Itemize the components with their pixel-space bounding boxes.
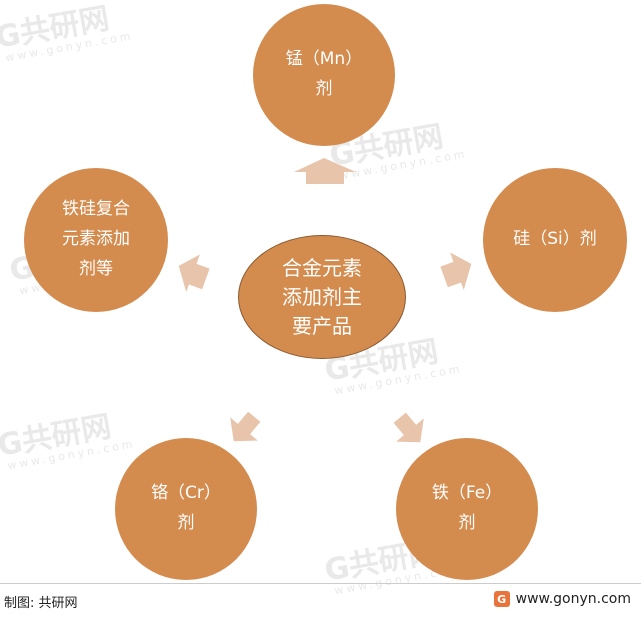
arrow-down-left xyxy=(230,411,261,442)
arrow-down-right xyxy=(393,412,424,443)
node-ferrosilicon-composite: 铁硅复合 元素添加 剂等 xyxy=(24,168,168,312)
node-chromium: 铬（Cr） 剂 xyxy=(115,438,257,580)
source-label: 制图: 共研网 xyxy=(4,596,78,611)
arrow-right xyxy=(440,252,472,291)
node-iron: 铁（Fe） 剂 xyxy=(396,438,538,580)
arrow-left xyxy=(178,254,210,293)
site-url: www.gonyn.com xyxy=(515,591,631,607)
node-silicon: 硅（Si）剂 xyxy=(483,168,627,312)
center-node: 合金元素 添加剂主 要产品 xyxy=(238,235,406,359)
footer-divider xyxy=(0,583,641,584)
node-manganese: 锰（Mn） 剂 xyxy=(253,4,395,146)
gonyn-logo-icon: G xyxy=(493,591,510,607)
arrow-up xyxy=(294,158,356,184)
site-credit: G www.gonyn.com xyxy=(493,591,631,607)
